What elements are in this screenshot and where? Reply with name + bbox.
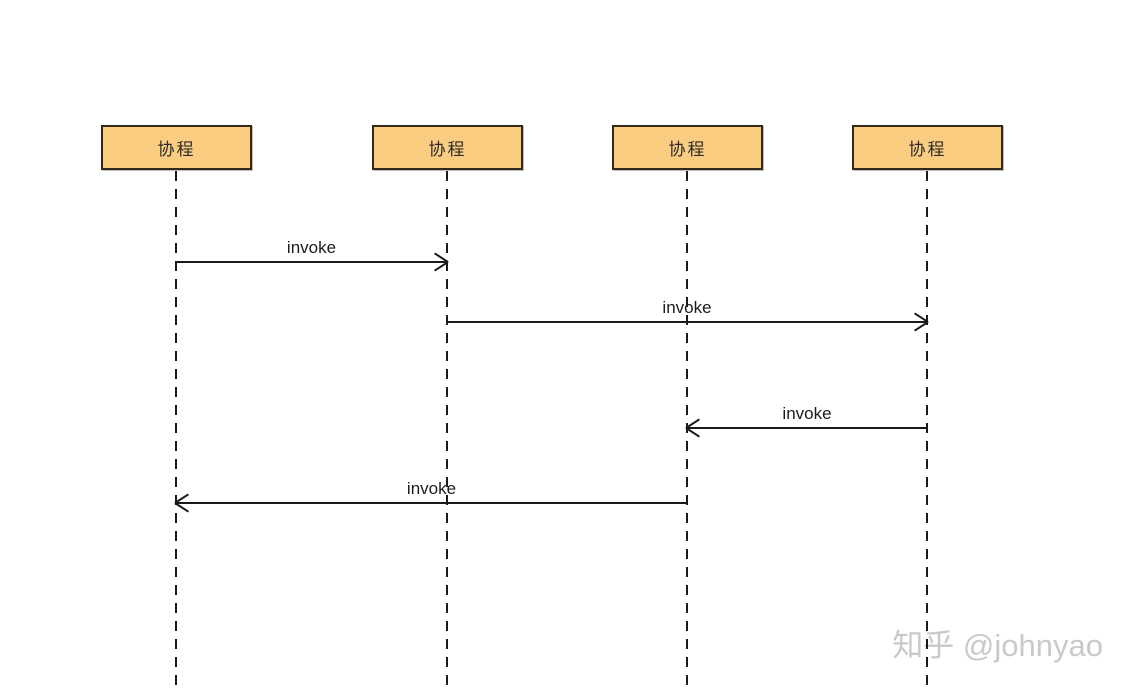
message-arrow-1: invoke	[176, 238, 447, 263]
lifeline-actor-2	[446, 171, 448, 693]
actor-label-3: 协程	[668, 140, 707, 159]
actor-box-1: 协程	[101, 125, 252, 170]
actor-box-2: 协程	[372, 125, 523, 170]
message-arrow-3: invoke	[687, 404, 927, 429]
lifeline-actor-1	[175, 171, 177, 693]
message-label-1: invoke	[286, 238, 337, 257]
actor-label-2: 协程	[428, 140, 467, 159]
watermark-text: 知乎 @johnyao	[892, 628, 1103, 663]
lifeline-actor-4	[926, 171, 928, 693]
actor-box-3: 协程	[612, 125, 763, 170]
message-label-4: invoke	[406, 479, 457, 498]
actor-box-4: 协程	[852, 125, 1003, 170]
message-label-2: invoke	[662, 298, 712, 317]
lifeline-actor-3	[686, 171, 688, 693]
actor-label-1: 协程	[157, 140, 196, 159]
actor-label-4: 协程	[908, 140, 947, 159]
message-label-3: invoke	[782, 404, 832, 423]
message-arrow-2: invoke	[447, 298, 927, 323]
message-arrow-4: invoke	[176, 479, 687, 504]
